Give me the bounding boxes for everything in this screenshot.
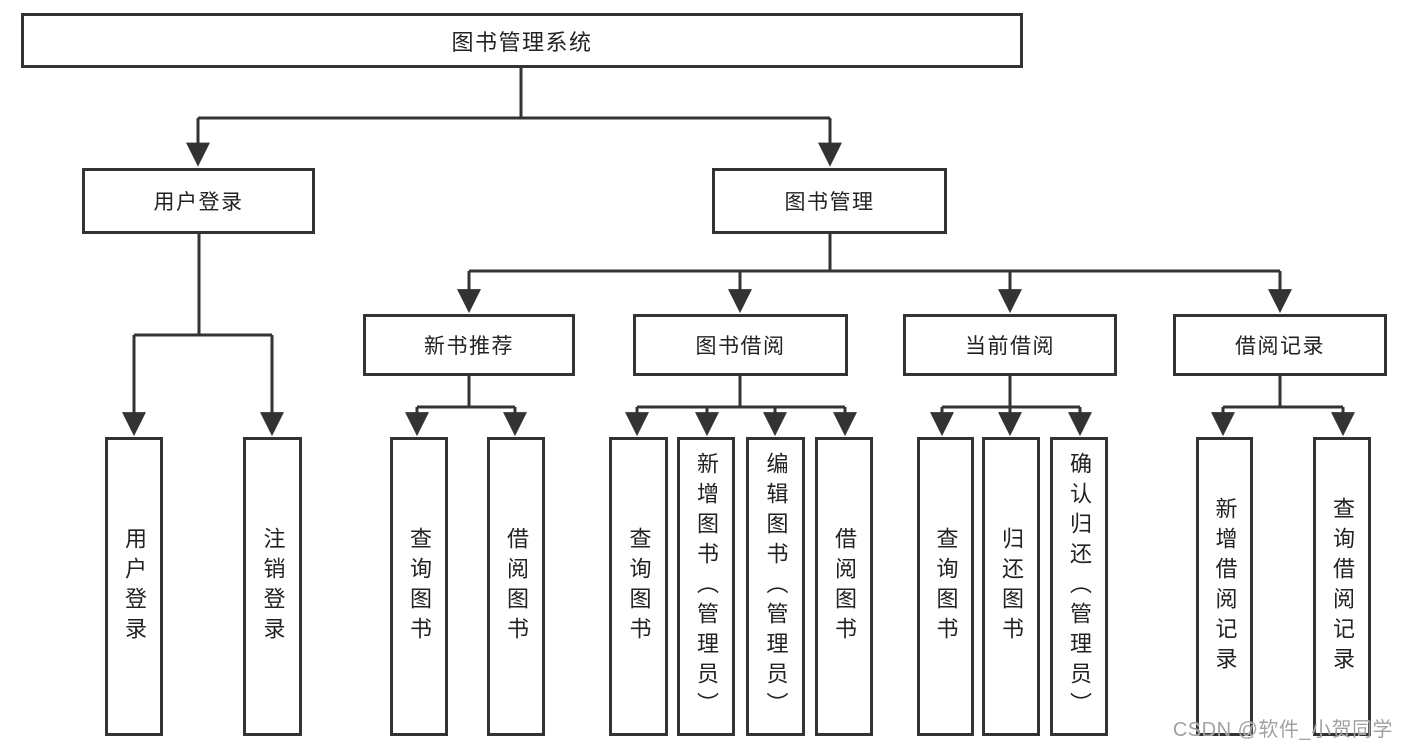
node-book-borrow: 图书借阅 — [633, 314, 848, 376]
node-root: 图书管理系统 — [21, 13, 1023, 68]
leaf-logout: 注销登录 — [243, 437, 302, 736]
leaf-borrow-add-books-admin: 新增图书（管理员） — [677, 437, 735, 736]
leaf-current-confirm-return-admin: 确认归还（管理员） — [1050, 437, 1108, 736]
node-current-borrow: 当前借阅 — [903, 314, 1117, 376]
leaf-newbook-query-books: 查询图书 — [390, 437, 448, 736]
leaf-records-query-record: 查询借阅记录 — [1313, 437, 1371, 736]
leaf-newbook-borrow-books: 借阅图书 — [487, 437, 545, 736]
node-new-book-recommend: 新书推荐 — [363, 314, 575, 376]
leaf-borrow-query-books: 查询图书 — [609, 437, 668, 736]
node-borrow-records: 借阅记录 — [1173, 314, 1387, 376]
leaf-user-login: 用户登录 — [105, 437, 163, 736]
leaf-current-return-books: 归还图书 — [982, 437, 1040, 736]
leaf-borrow-borrow-books: 借阅图书 — [815, 437, 873, 736]
leaf-borrow-edit-books-admin: 编辑图书（管理员） — [746, 437, 805, 736]
leaf-current-query-books: 查询图书 — [917, 437, 974, 736]
leaf-records-add-record: 新增借阅记录 — [1196, 437, 1253, 736]
node-user-login: 用户登录 — [82, 168, 315, 234]
watermark: CSDN @软件_小贺同学 — [1172, 719, 1393, 741]
node-book-management: 图书管理 — [712, 168, 947, 234]
